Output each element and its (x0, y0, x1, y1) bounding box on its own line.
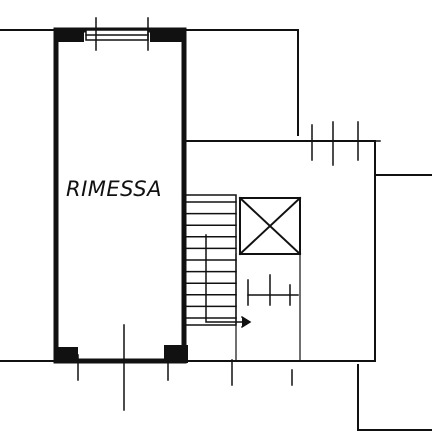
outer-walls (0, 29, 432, 431)
stair-steps (183, 201, 237, 319)
inner-partitions (235, 253, 301, 362)
stair-direction-arrow (205, 234, 249, 323)
dimension-ticks (77, 17, 381, 411)
arrow-head (240, 315, 252, 329)
room-label-garage: RIMESSA (66, 177, 162, 201)
corner-block (54, 347, 78, 363)
corner-block (54, 28, 84, 42)
corner-block (164, 345, 188, 363)
elevator-shaft (238, 196, 302, 256)
x-box-icon (238, 196, 302, 256)
corner-block (150, 28, 186, 42)
secondary-room (183, 140, 376, 362)
